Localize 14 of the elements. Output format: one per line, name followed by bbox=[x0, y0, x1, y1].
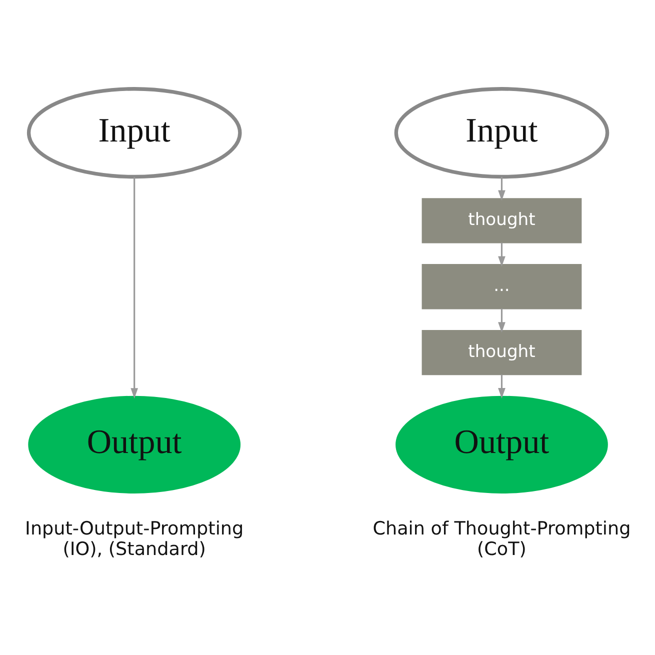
arrow bbox=[130, 177, 138, 399]
node-box: ... bbox=[422, 264, 582, 310]
node-ellipse: Input bbox=[394, 87, 610, 179]
node-ellipse: Output bbox=[28, 396, 241, 494]
node-box: thought bbox=[422, 330, 582, 376]
arrow bbox=[498, 176, 506, 201]
label: Input-Output-Prompting (IO), (Standard) bbox=[25, 518, 244, 560]
arrow bbox=[498, 242, 506, 267]
node-ellipse: Input bbox=[26, 87, 242, 179]
node-box: thought bbox=[422, 198, 582, 244]
label: Chain of Thought-Prompting (CoT) bbox=[372, 518, 631, 560]
arrow bbox=[498, 374, 506, 399]
arrow bbox=[498, 308, 506, 333]
node-ellipse: Output bbox=[396, 396, 608, 494]
